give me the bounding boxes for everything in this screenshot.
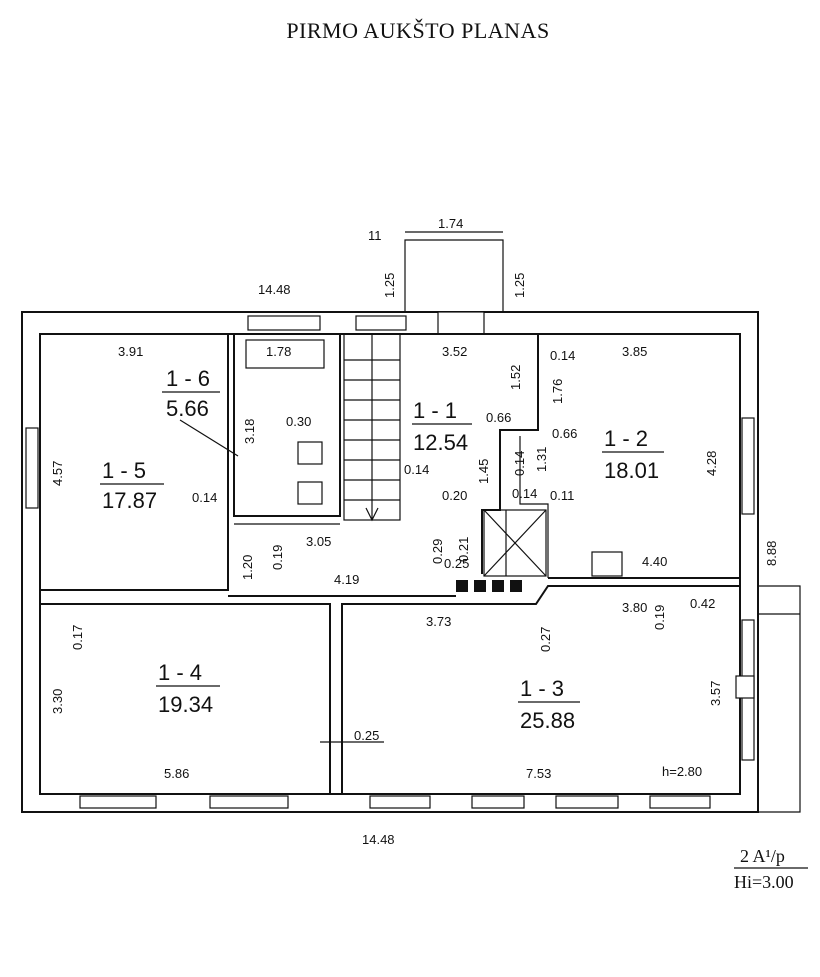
room-1-2-inner	[519, 436, 549, 578]
dim-label: 0.30	[286, 414, 311, 429]
dim-label: 1.45	[476, 459, 491, 484]
room-1-6-outline	[233, 333, 341, 517]
dim-label: h=2.80	[662, 764, 702, 779]
dim-label: 0.14	[512, 486, 537, 501]
dim-label: 0.42	[690, 596, 715, 611]
window	[741, 417, 755, 515]
room-1-2-id: 1 - 2	[604, 426, 648, 451]
dim-label: 1.25	[512, 273, 527, 298]
dim-label: 0.25	[354, 728, 379, 743]
terrace-outline	[758, 585, 801, 813]
dim-label: 0.66	[552, 426, 577, 441]
dim-label: 1.31	[534, 447, 549, 472]
dim-label: 3.73	[426, 614, 451, 629]
room-1-2-area: 18.01	[604, 458, 659, 483]
window	[355, 315, 407, 331]
toilet	[297, 441, 323, 465]
corner-note-line2: Hi=3.00	[734, 872, 794, 892]
window	[471, 795, 525, 809]
room-1-6-area: 5.66	[166, 396, 209, 421]
room-1-1-area: 12.54	[413, 430, 468, 455]
dim-label: 0.66	[486, 410, 511, 425]
dim-label: 14.48	[362, 832, 395, 847]
dim-label: 3.91	[118, 344, 143, 359]
dim-label: 4.19	[334, 572, 359, 587]
room-1-5-area: 17.87	[102, 488, 157, 513]
dim-label: 0.27	[538, 627, 553, 652]
dim-label: 1.76	[550, 379, 565, 404]
dim-label: 0.21	[456, 537, 471, 562]
room-1-3-area: 25.88	[520, 708, 575, 733]
dim-label: 0.25	[444, 556, 469, 571]
dim-label: 14.48	[258, 282, 291, 297]
plan-title: PIRMO AUKŠTO PLANAS	[286, 18, 550, 43]
dim-label: 7.53	[526, 766, 551, 781]
dim-label: 0.14	[512, 451, 527, 476]
dim-label: 0.17	[70, 625, 85, 650]
dim-label: 1.78	[266, 344, 291, 359]
bathtub	[245, 339, 325, 369]
window	[25, 427, 39, 509]
outer-wall	[21, 311, 759, 813]
window	[649, 795, 711, 809]
dim-label: 3.52	[442, 344, 467, 359]
dim-label: 4.28	[704, 451, 719, 476]
dim-label: 0.14	[404, 462, 429, 477]
dim-label: 1.52	[508, 365, 523, 390]
window-small	[735, 675, 755, 699]
door-entrance	[437, 311, 485, 335]
dim-label: 1.25	[382, 273, 397, 298]
window	[209, 795, 289, 809]
window	[79, 795, 157, 809]
sink	[297, 481, 323, 505]
dim-label: 8.88	[764, 541, 779, 566]
room-1-4-outline	[39, 603, 331, 795]
room-1-4-id: 1 - 4	[158, 660, 202, 685]
room-1-5-outline	[39, 333, 229, 591]
room-1-6-id: 1 - 6	[166, 366, 210, 391]
room-1-4-area: 19.34	[158, 692, 213, 717]
dim-label: 4.40	[642, 554, 667, 569]
dim-label: 0.11	[550, 488, 574, 503]
dim-label: 0.29	[430, 539, 445, 564]
chimney-block	[483, 509, 547, 577]
dim-label: 0.19	[652, 605, 667, 630]
outer-wall-inner	[39, 333, 741, 795]
porch-outline	[404, 239, 504, 312]
dim-label: 1.20	[240, 555, 255, 580]
dim-label: 4.57	[50, 461, 65, 486]
window	[369, 795, 431, 809]
sink-kitchen	[591, 551, 623, 577]
dim-label: 0.14	[192, 490, 217, 505]
dim-label: 3.30	[50, 689, 65, 714]
window	[555, 795, 619, 809]
room-1-5-id: 1 - 5	[102, 458, 146, 483]
dim-label: 1.74	[438, 216, 463, 231]
ventilation-blocks	[456, 580, 522, 592]
dim-label: 0.19	[270, 545, 285, 570]
dim-label: 0.14	[550, 348, 575, 363]
room-1-3-outline	[341, 585, 741, 794]
dim-label: 11	[368, 228, 382, 243]
dim-label: 3.18	[242, 419, 257, 444]
dim-label: 0.20	[442, 488, 467, 503]
room-1-1-id: 1 - 1	[413, 398, 457, 423]
dim-label: 3.80	[622, 600, 647, 615]
dim-label: 3.57	[708, 681, 723, 706]
dim-label: 3.85	[622, 344, 647, 359]
room-1-3-id: 1 - 3	[520, 676, 564, 701]
staircase	[343, 333, 401, 522]
dim-label: 5.86	[164, 766, 189, 781]
dim-label: 3.05	[306, 534, 331, 549]
corner-note-line1: 2 A¹/p	[740, 846, 785, 866]
room-1-2-outline	[538, 333, 741, 579]
window	[247, 315, 321, 331]
